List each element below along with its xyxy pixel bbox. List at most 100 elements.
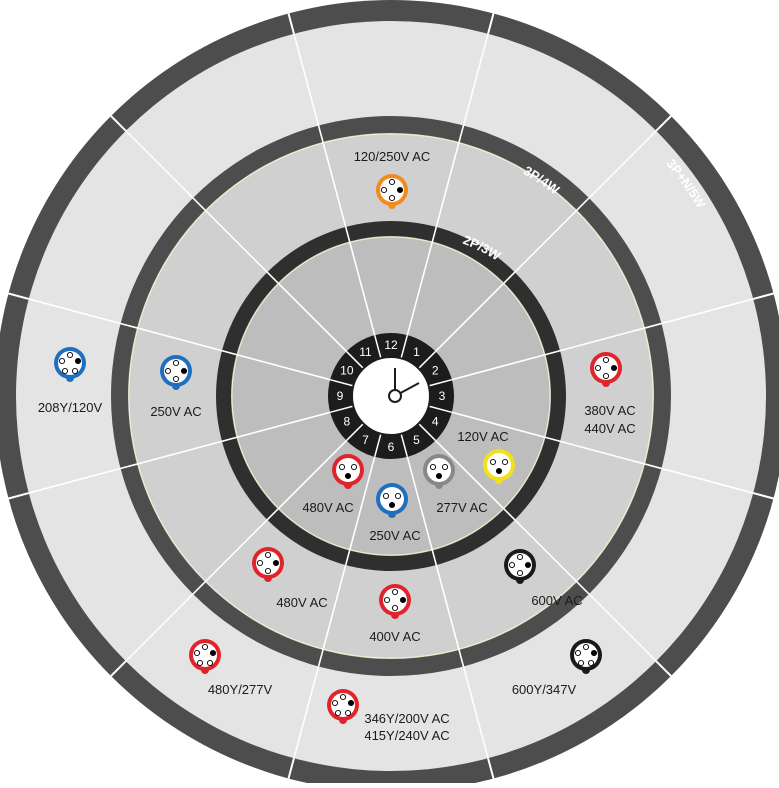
connector-voltage-label: 415Y/240V AC (364, 728, 449, 743)
connector-pin (383, 596, 391, 604)
connector-voltage-label: 400V AC (369, 629, 420, 644)
connector-pin (380, 186, 388, 194)
spoke-line (125, 130, 348, 353)
spoke-line (434, 439, 657, 662)
connector-pin (508, 561, 516, 569)
connector-pin (339, 693, 347, 701)
clock-number-5: 5 (413, 433, 420, 447)
connector-pin (602, 372, 610, 380)
connector-pin (344, 472, 352, 480)
clock-separator (373, 334, 382, 359)
clock-separator (418, 350, 437, 369)
connector-c-400v-ac: 400V AC (369, 584, 421, 644)
clock-pivot (388, 389, 402, 403)
connector-pin (582, 643, 590, 651)
rim-spoke-line (8, 292, 30, 300)
spoke-line (125, 439, 348, 662)
connector-pin (264, 551, 272, 559)
rim-spoke-line (752, 292, 774, 300)
connector-pin (264, 567, 272, 575)
clock-number-10: 10 (340, 364, 354, 378)
connector-pin (388, 194, 396, 202)
clock-number-4: 4 (432, 415, 439, 429)
connector-pin (172, 375, 180, 383)
connector-c-346y-415y: 346Y/200V AC 415Y/240V AC (327, 689, 450, 743)
spoke-line (406, 33, 489, 336)
connector-pin (71, 367, 79, 375)
connector-pin (516, 569, 524, 577)
connector-voltage-label: 120V AC (457, 429, 508, 444)
connector-pin (347, 699, 355, 707)
middle-divider-line (128, 133, 654, 659)
clock-separator (400, 334, 409, 359)
connector-pin (429, 463, 437, 471)
connector-pin (331, 699, 339, 707)
clock-number-9: 9 (337, 389, 344, 403)
connector-c-120-250-ac: 120/250V AC (354, 149, 431, 209)
clock-separator (345, 350, 364, 369)
connector-c-120v-ac: 120V AC (457, 429, 515, 484)
connector-voltage-label: 120/250V AC (354, 149, 431, 164)
connector-pin (338, 463, 346, 471)
connector-voltage-label: 480V AC (302, 500, 353, 515)
connector-pin (180, 367, 188, 375)
spoke-line (293, 33, 376, 336)
connector-c-480v-ac-3p: 480V AC (252, 547, 328, 610)
connector-pin (61, 367, 69, 375)
connector-pin (391, 604, 399, 612)
connector-pin (388, 501, 396, 509)
spoke-line (434, 130, 657, 353)
connector-pin (196, 659, 204, 667)
connector-pin (58, 357, 66, 365)
clock-number-2: 2 (432, 364, 439, 378)
connector-pin (441, 463, 449, 471)
connector-pin (382, 492, 390, 500)
clock-separator (345, 423, 364, 442)
clock-number-8: 8 (343, 415, 350, 429)
rim-spoke-line (752, 492, 774, 500)
clock-separator (400, 433, 409, 458)
connector-voltage-label: 600V AC (531, 593, 582, 608)
spokes (8, 13, 774, 779)
spoke-line (406, 456, 489, 759)
connector-pin (495, 467, 503, 475)
connector-face (594, 356, 618, 380)
connector-c-600v-ac: 600V AC (504, 549, 583, 608)
connector-pin (524, 561, 532, 569)
connector-voltage-label: 277V AC (436, 500, 487, 515)
rim-spoke-line (287, 13, 295, 35)
clock-number-12: 12 (384, 338, 398, 352)
clock-separator (329, 405, 354, 414)
connector-pin (501, 458, 509, 466)
clock-separator (428, 405, 453, 414)
connector-face (508, 553, 532, 577)
rim-spoke-line (655, 115, 672, 132)
connector-pin (590, 649, 598, 657)
connector-pin (399, 596, 407, 604)
connector-pin (272, 559, 280, 567)
connector-voltage-label: 380V AC (584, 403, 635, 418)
connector-pin (587, 659, 595, 667)
rim-spoke-line (110, 660, 127, 677)
clock-number-1: 1 (413, 345, 420, 359)
spoke-line (451, 298, 754, 381)
connector-c-600y-347v: 600Y/347V (512, 639, 602, 697)
connector-voltage-label: 208Y/120V (38, 400, 103, 415)
connector-c-480v-ac-2p: 480V AC (302, 454, 364, 515)
connector-pin (391, 588, 399, 596)
connector-c-250v-ac-2p: 250V AC (369, 483, 421, 543)
connector-voltage-label: 250V AC (150, 404, 201, 419)
spoke-line (28, 411, 331, 494)
connector-pin (574, 649, 582, 657)
connector-pin (602, 356, 610, 364)
connector-voltage-label: 346Y/200V AC (364, 711, 449, 726)
clock-separator (373, 433, 382, 458)
connector-c-277v-ac: 277V AC (423, 454, 488, 515)
connector-voltage-label: 480V AC (276, 595, 327, 610)
connector-face (383, 588, 407, 612)
connector-face (380, 178, 404, 202)
connector-pin (334, 709, 342, 717)
connector-pin (74, 357, 82, 365)
